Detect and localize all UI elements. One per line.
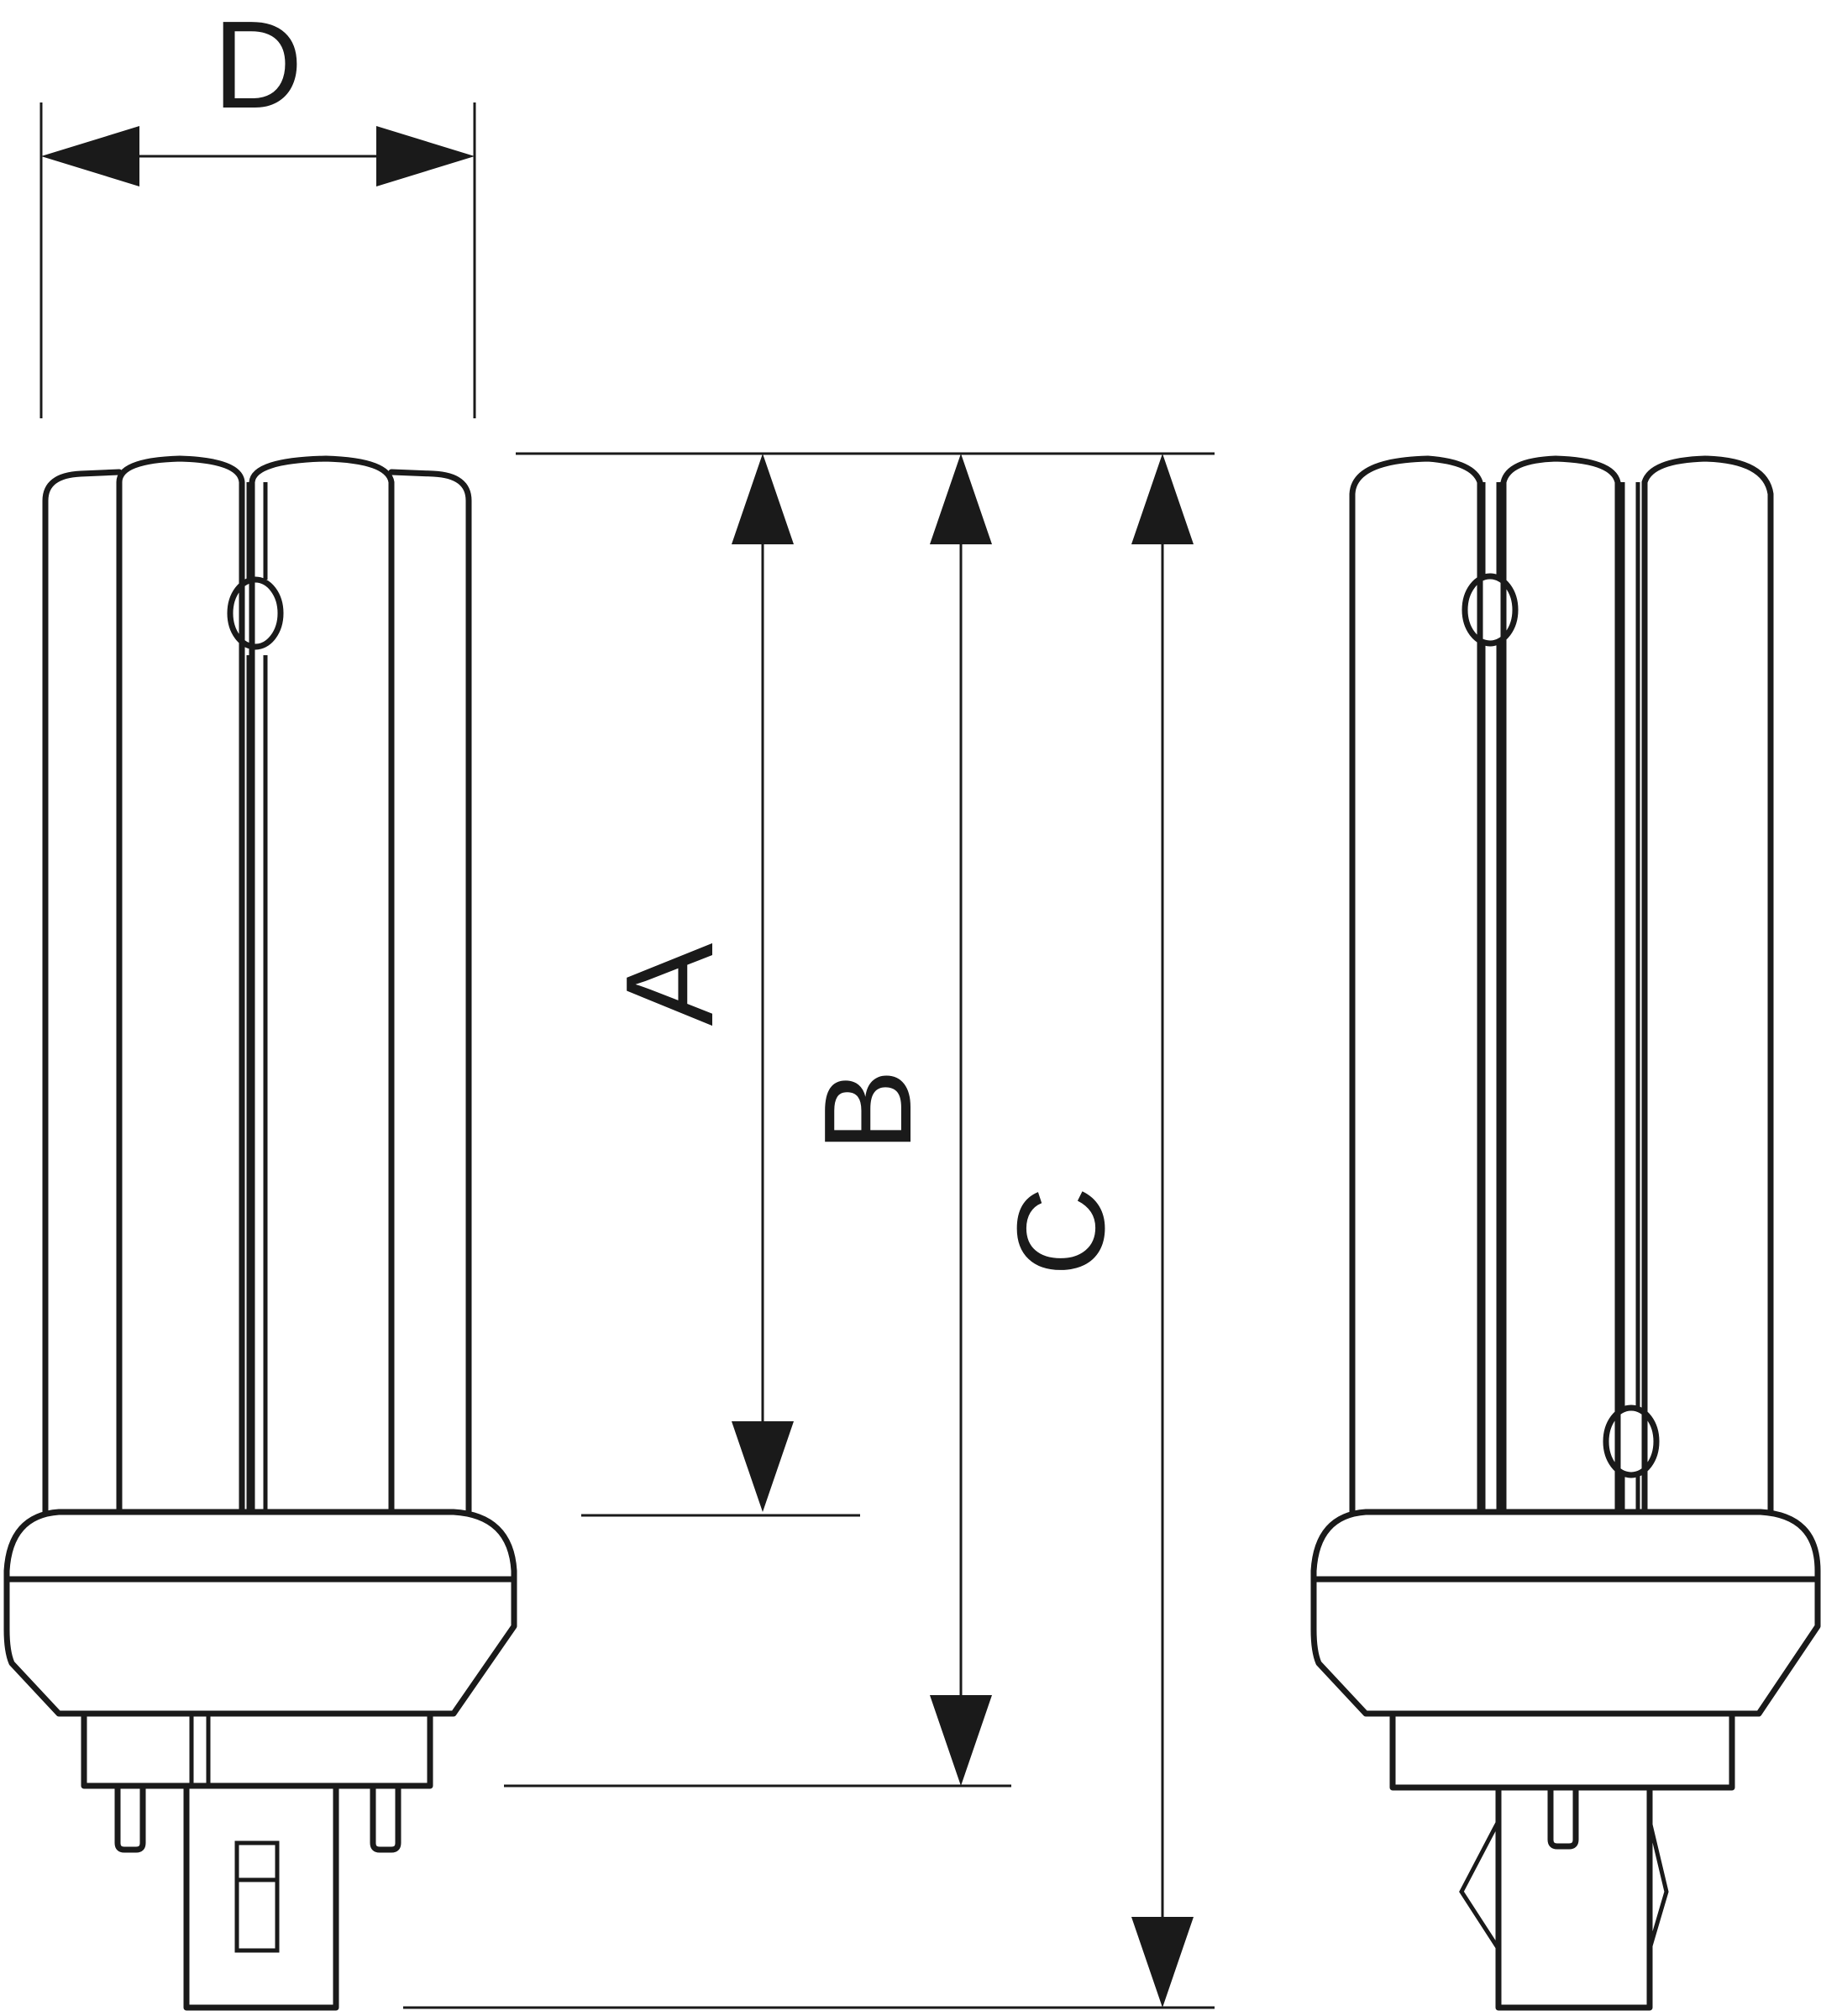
dimension-d: D [39,0,476,418]
label-b: B [799,1069,937,1152]
lamp-front-tubes [42,455,472,1515]
arrowhead-b-bottom [930,1695,992,1786]
lamp-front-base [3,1509,517,2011]
pin-front-left [114,1782,146,1853]
base-front-key-slot [234,1840,280,1953]
label-d: D [213,0,303,134]
label-c: C [992,1187,1131,1277]
pin-front-right [370,1782,401,1853]
base-side-clip-right [1647,1820,1669,1950]
base-side-housing [1310,1509,1821,1717]
base-side-key [1495,1784,1653,2011]
base-side-plinth [1389,1710,1735,1791]
lamp-side-tubes [1349,455,1774,1515]
base-side-clip-left [1459,1819,1501,1950]
arrowhead-b-top [930,454,992,544]
dimension-b: B [504,454,1011,1788]
lamp-side-base [1310,1509,1821,2011]
label-a: A [601,942,739,1026]
dimension-a: A [581,454,860,1517]
getter-side-lower [1603,1404,1660,1478]
arrowhead-d-left [41,126,139,186]
dimension-c: C [403,454,1215,2009]
lamp-front-view [3,455,517,2011]
tube-front-outer-right [388,469,472,1515]
lamp-side-view [1310,455,1821,2011]
pin-side [1547,1784,1579,1850]
tube-side-right [1641,455,1774,1515]
arrowhead-c-bottom [1131,1917,1194,2008]
arrowhead-a-bottom [732,1421,794,1512]
tube-front-inner-left [116,455,245,1515]
arrowhead-a-top [732,454,794,544]
arrowhead-c-top [1131,454,1194,544]
getter-front [227,576,284,650]
base-front-key [183,1782,339,2011]
base-front-housing [3,1509,517,1717]
tube-side-middle [1500,455,1621,1515]
tube-front-inner-right [249,455,395,1515]
arrowhead-d-right [376,126,475,186]
tube-front-outer-left [42,469,123,1515]
getter-side-upper [1462,573,1519,647]
base-front-plinth [81,1710,433,1789]
tube-side-left [1349,455,1483,1515]
